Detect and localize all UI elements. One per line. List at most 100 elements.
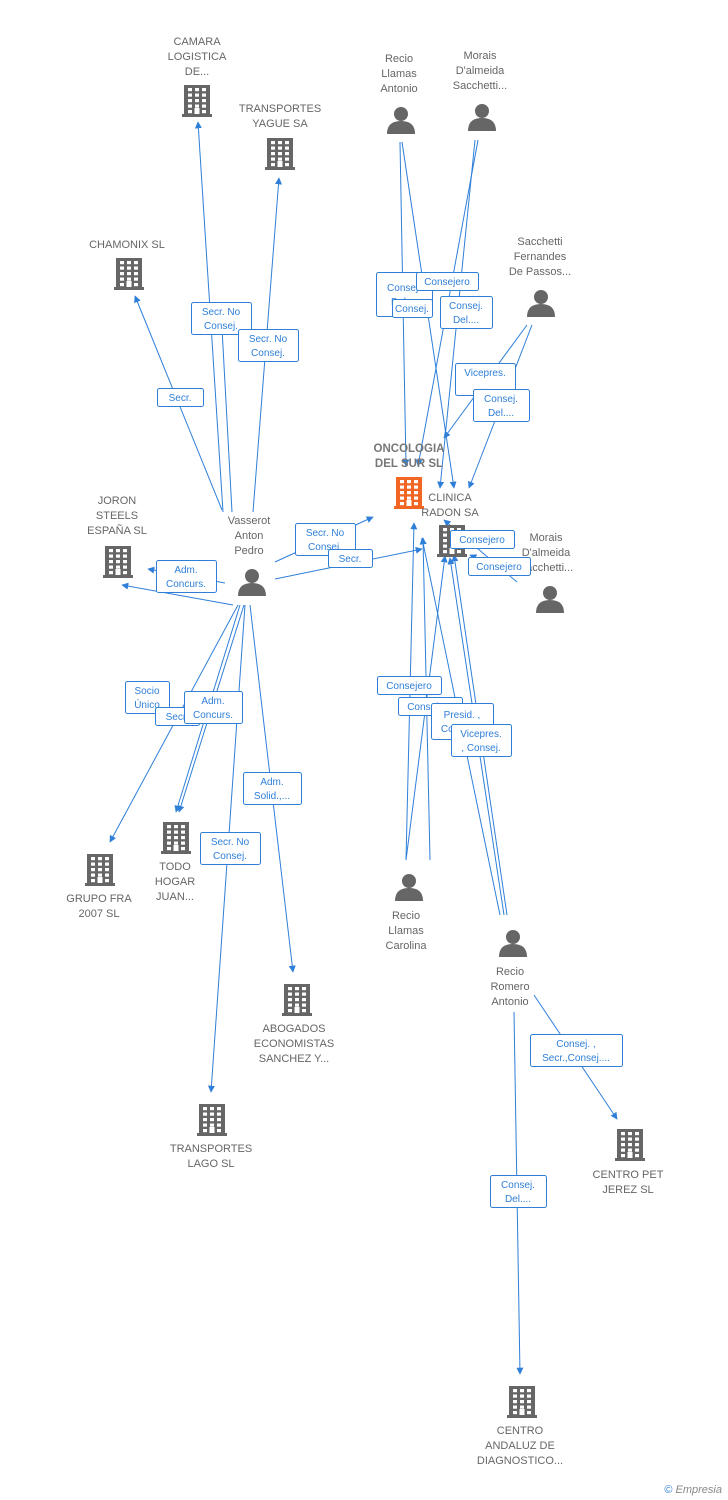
node-chamonix[interactable]: CHAMONIX SL — [89, 239, 165, 290]
edge-label-text: Secr. No — [249, 334, 288, 345]
node-todo-hogar[interactable]: TODO HOGAR JUAN... — [155, 822, 195, 903]
edge-label-box[interactable]: Secr. No Consej. — [295, 523, 356, 556]
node-label: Antonio — [380, 83, 417, 95]
node-label: ESPAÑA SL — [87, 524, 147, 537]
edge-label-box[interactable]: Adm.Concurs. — [184, 691, 243, 724]
edge-label-text: Consej. — [251, 348, 285, 359]
edge-label-text: Del.... — [453, 315, 479, 326]
node-label: Morais — [463, 50, 497, 62]
node-label: RADON SA — [421, 507, 479, 519]
node-label: D'almeida — [522, 547, 571, 559]
edge-label-text: Adm. — [174, 565, 197, 576]
building-icon — [615, 1129, 645, 1161]
node-label: JUAN... — [156, 891, 194, 903]
node-label: LAGO SL — [187, 1158, 234, 1170]
building-icon — [394, 477, 424, 509]
node-morais-1[interactable]: MoraisD'almeidaSacchetti... — [453, 50, 507, 131]
person-icon — [468, 104, 496, 131]
node-label: ABOGADOS — [263, 1023, 326, 1035]
edge-label-box[interactable]: Consejero — [468, 557, 531, 576]
edge-label-text: Consej. , — [556, 1039, 595, 1050]
edge-label-box[interactable]: Consejero — [416, 272, 479, 291]
edge-label-text: Secr. No — [211, 837, 250, 848]
edge-label-box[interactable]: Consej.Del.... — [440, 296, 493, 329]
building-icon — [282, 984, 312, 1016]
node-label: TODO — [159, 861, 191, 873]
copyright-symbol: © — [664, 1484, 673, 1496]
person-icon — [527, 290, 555, 317]
edge-label-text: Del.... — [488, 408, 514, 419]
brand-logo-text: Empresia — [675, 1484, 722, 1496]
node-label: Llamas — [381, 68, 417, 80]
node-label: HOGAR — [155, 876, 195, 888]
edge-label-box[interactable]: Secr. — [157, 388, 204, 407]
edge-label-box[interactable]: Consej. — [392, 299, 433, 318]
edge-label-text: Vicepres. — [460, 729, 502, 740]
edge-label-text: Secr. No — [202, 307, 241, 318]
node-label: DEL SUR SL — [375, 458, 443, 470]
edge-label-box[interactable]: Consejero — [377, 676, 442, 695]
node-label: Morais — [529, 532, 563, 544]
edge-label-box[interactable]: Vicepres., Consej. — [451, 724, 512, 757]
node-label: 2007 SL — [79, 908, 120, 920]
footer-credit: ©Empresia — [664, 1484, 722, 1496]
node-label: De Passos... — [509, 266, 571, 278]
edge-label-box[interactable]: Consejero — [450, 530, 515, 549]
edge-label-box[interactable]: Secr. No Consej. — [191, 302, 252, 335]
node-label: Antonio — [491, 996, 528, 1008]
building-icon — [161, 822, 191, 854]
edge-label-text: Socio — [134, 686, 159, 697]
node-label: DE... — [185, 66, 209, 78]
building-icon — [114, 258, 144, 290]
person-icon — [395, 874, 423, 901]
edge-label-box[interactable]: Adm.Solid.,... — [243, 772, 302, 805]
edge-label-text: Consej. — [204, 321, 238, 332]
node-label: Pedro — [234, 545, 263, 557]
edge-label-text: Secr. No — [306, 528, 345, 539]
edge-label-box[interactable]: Consej.Del.... — [490, 1175, 547, 1208]
person-icon — [536, 586, 564, 613]
edge-label-box[interactable]: Secr. — [328, 549, 373, 568]
edge-label-text: Consej. — [387, 283, 421, 294]
node-label: CENTRO — [497, 1425, 544, 1437]
person-icon — [499, 930, 527, 957]
building-icon — [85, 854, 115, 886]
edge-label-text: Secr. — [166, 712, 189, 723]
node-label: Recio — [392, 910, 420, 922]
node-label: CLINICA — [428, 492, 472, 504]
edge-label-text: Consejero — [459, 535, 505, 546]
edge-label-text: Consej. — [501, 1180, 535, 1191]
node-label: LOGISTICA — [168, 51, 227, 63]
edge-label-text: Secr.,Consej.... — [542, 1053, 610, 1064]
node-camara[interactable]: CAMARALOGISTICADE... — [168, 36, 227, 117]
node-morais-2[interactable]: MoraisD'almeidaSacchetti... — [519, 532, 573, 613]
edge-label-box[interactable]: Secr. No Consej. — [238, 329, 299, 362]
person-icon — [387, 107, 415, 134]
edge-label-text: Adm. — [201, 696, 224, 707]
edge-label-text: Consej. — [484, 394, 518, 405]
node-label: ANDALUZ DE — [485, 1440, 555, 1452]
edge-label-box[interactable]: Consej. Del.... — [473, 389, 530, 422]
edge-label-box[interactable]: Consej. , Secr.,Consej.... — [530, 1034, 623, 1067]
edge-label-box[interactable]: Adm.Concurs. — [156, 560, 217, 593]
edge-label-text: Consej. — [308, 542, 342, 553]
edge-label-text: Vicepres. — [464, 368, 506, 379]
edge-label-box[interactable]: Vicepres.,... — [455, 363, 516, 396]
